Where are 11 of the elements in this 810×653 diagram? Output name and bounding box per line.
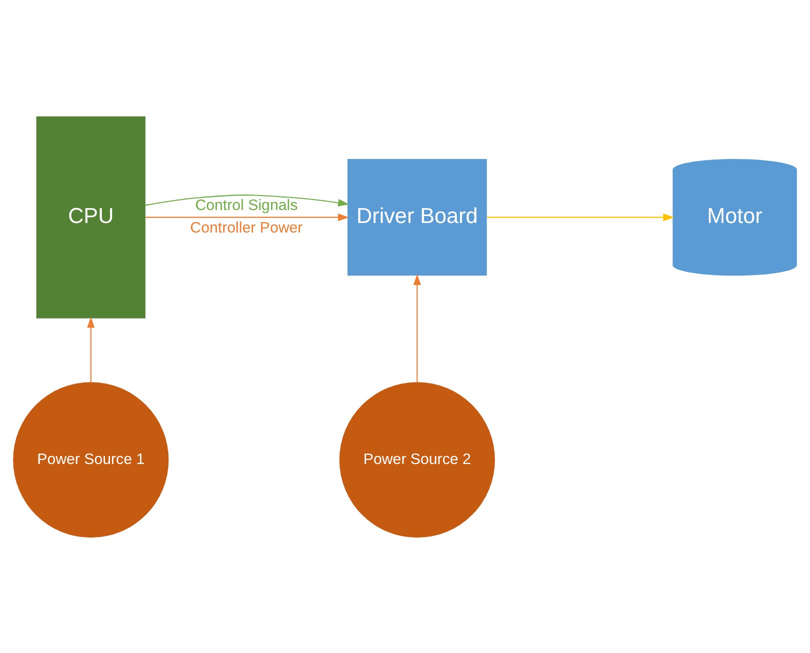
arrow	[145, 194, 349, 206]
node-circle: Power Source 2	[339, 382, 495, 538]
node-box: CPU	[36, 116, 146, 318]
edge-label: Control Signals	[195, 196, 298, 214]
arrow	[87, 316, 95, 382]
arrow	[413, 274, 421, 382]
node-circle: Power Source 1	[13, 382, 169, 538]
node-box: Driver Board	[347, 158, 487, 276]
arrow	[145, 213, 349, 221]
arrow	[486, 213, 674, 221]
edge-label: Controller Power	[190, 219, 303, 236]
